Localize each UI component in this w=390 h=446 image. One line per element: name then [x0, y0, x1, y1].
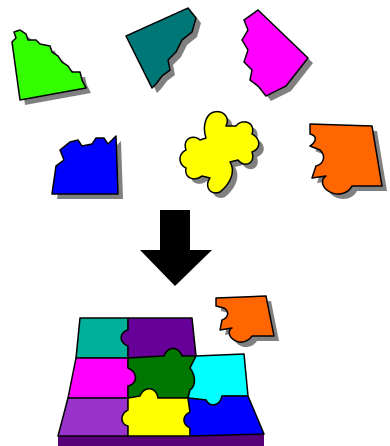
floating-orange-piece	[216, 296, 279, 347]
blue-puzzle-piece	[52, 136, 123, 199]
board-piece-magenta	[68, 358, 136, 398]
magenta-puzzle-piece	[242, 10, 313, 101]
green-puzzle-piece	[12, 30, 91, 105]
board-piece-purple	[121, 318, 196, 358]
board-piece-violet	[58, 398, 128, 436]
orange-puzzle-piece	[310, 124, 387, 199]
teal-puzzle-piece	[126, 8, 201, 93]
board-piece-teal	[76, 318, 128, 358]
floating-orange-body	[216, 296, 274, 342]
yellow-puzzle-piece	[180, 112, 264, 198]
green-piece-body	[12, 30, 86, 100]
orange-piece-body	[310, 124, 382, 194]
blue-piece-body	[52, 136, 118, 194]
magenta-piece-body	[242, 10, 308, 96]
board-piece-blue	[184, 396, 264, 436]
yellow-piece-body	[180, 112, 259, 193]
down-arrow-icon	[140, 210, 212, 286]
